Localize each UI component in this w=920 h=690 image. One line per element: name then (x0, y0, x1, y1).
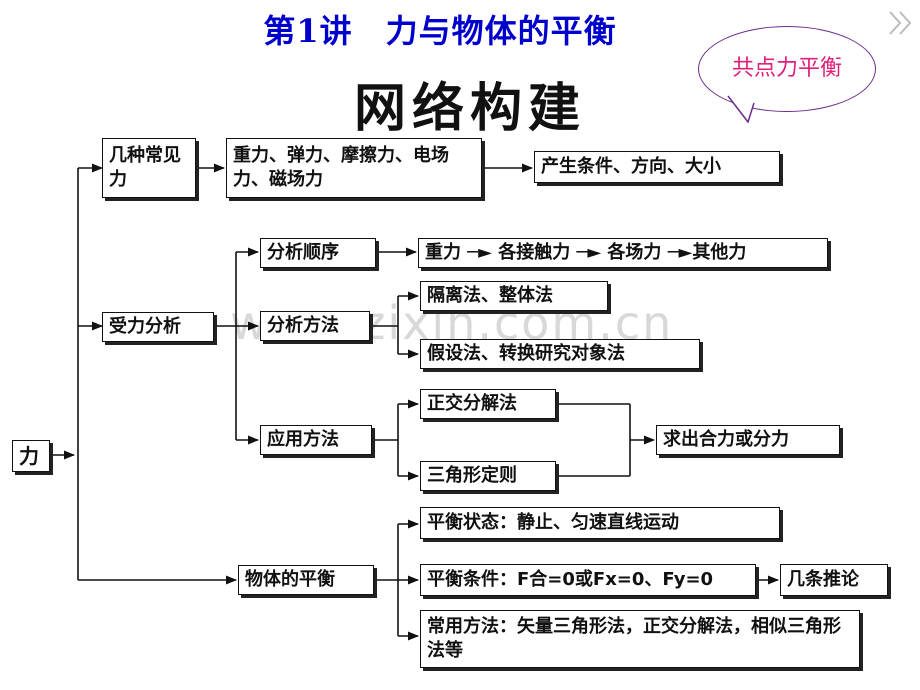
node-inferences: 几条推论 (780, 564, 888, 596)
node-conditions: 产生条件、方向、大小 (534, 151, 780, 183)
node-analysis-order: 分析顺序 (260, 238, 376, 268)
node-order-chain: 重力 ─► 各接触力 ─► 各场力 ─►其他力 (418, 238, 828, 268)
node-triangle-rule: 三角形定则 (420, 461, 556, 491)
node-force-analysis: 受力分析 (102, 312, 214, 342)
node-common-forces: 几种常见力 (102, 138, 196, 198)
node-eq-state: 平衡状态：静止、匀速直线运动 (420, 507, 780, 539)
callout-bubble-text: 共点力平衡 (732, 56, 843, 81)
node-hypothesis: 假设法、转换研究对象法 (420, 339, 700, 369)
node-orthogonal: 正交分解法 (420, 389, 556, 419)
double-chevron-right-icon[interactable] (884, 6, 918, 40)
node-resultant: 求出合力或分力 (656, 425, 840, 455)
callout-bubble: 共点力平衡 (698, 26, 876, 112)
node-application-method: 应用方法 (260, 425, 372, 455)
node-analysis-method: 分析方法 (260, 311, 370, 341)
node-force-types: 重力、弹力、摩擦力、电场力、磁场力 (226, 138, 482, 198)
node-isolation: 隔离法、整体法 (420, 281, 608, 311)
page-subtitle: 网络构建 (353, 79, 586, 139)
node-force: 力 (12, 440, 50, 472)
node-equilibrium: 物体的平衡 (238, 565, 374, 595)
node-eq-condition: 平衡条件：F合=0或Fx=0、Fy=0 (420, 564, 756, 596)
node-common-methods: 常用方法：矢量三角形法，正交分解法，相似三角形法等 (420, 610, 860, 668)
page-title: 第1讲 力与物体的平衡 (263, 12, 617, 50)
